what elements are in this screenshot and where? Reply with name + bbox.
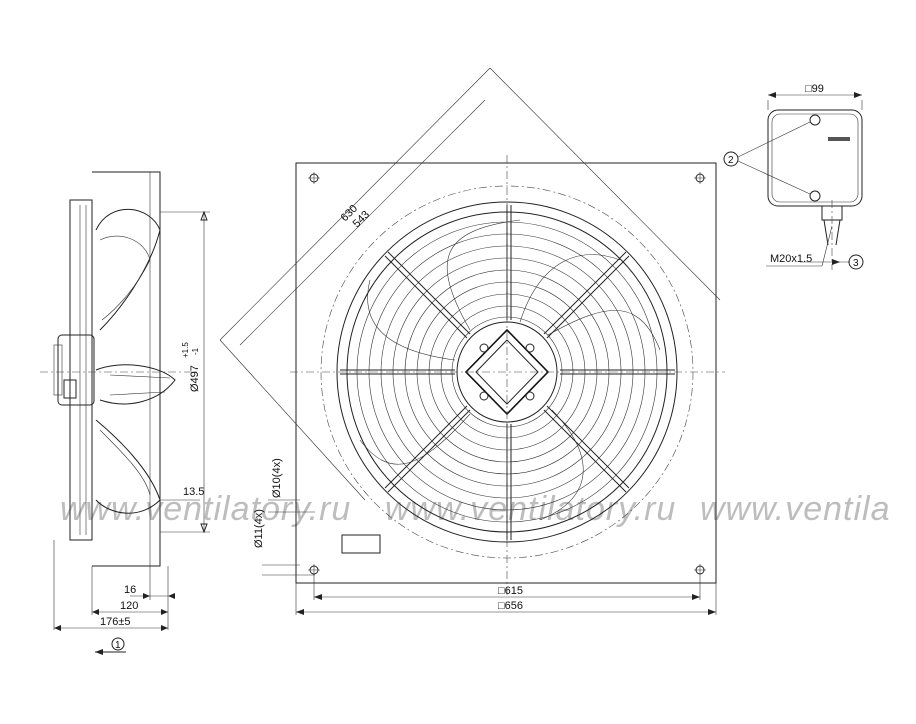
watermark-text-3: www.ventila: [700, 490, 891, 528]
front-plate: [295, 162, 717, 584]
watermark-text-1: www.ventilatory.ru: [60, 490, 351, 528]
callout-2-label: 2: [728, 155, 734, 166]
terminal-box-body: [767, 109, 863, 207]
rating-label: [341, 534, 381, 554]
terminal-box: □99 2 M20x1.5 3: [723, 83, 864, 270]
dim-176: 176±5: [100, 616, 131, 628]
side-view: Ø497 +1.5 -1 13.5 16 120 176±5 1: [40, 171, 210, 655]
dim-13-5: 13.5: [183, 486, 204, 498]
callout-3-circle: [848, 254, 864, 270]
callout-2-circle: [723, 151, 739, 167]
front-view: 630 543 Ø10(4x) Ø11(4x) □615 □656: [219, 67, 725, 615]
impeller-blades: [359, 219, 661, 521]
side-blade-mid: [95, 364, 176, 405]
dim-615: □615: [498, 585, 523, 597]
dim-hole-10: Ø10(4x): [271, 458, 283, 498]
dim-120: 120: [120, 600, 138, 612]
hub-bolts: [479, 343, 535, 401]
side-plate-edge: [92, 171, 161, 567]
terminal-box-logo: [828, 137, 850, 141]
cable-gland-thread: M20x1.5: [770, 253, 812, 265]
watermark: www.ventilatory.ru www.ventilatory.ru ww…: [60, 490, 891, 528]
side-ring-outline: [69, 199, 93, 541]
callout-3-label: 3: [853, 258, 859, 269]
dim-656: □656: [498, 600, 523, 612]
callout-1-label: 1: [115, 640, 121, 651]
side-motor: [57, 334, 95, 406]
side-blade-lower: [95, 419, 161, 514]
mount-holes: [308, 172, 706, 576]
dim-16: 16: [124, 584, 136, 596]
callout-1-circle: [111, 637, 125, 651]
dim-diameter-497: Ø497: [189, 365, 201, 392]
side-blade-upper: [95, 208, 161, 331]
dim-99: □99: [805, 83, 824, 95]
dim-diameter-tol-upper: +1.5: [181, 342, 190, 358]
dim-hole-11: Ø11(4x): [253, 509, 265, 548]
dim-diameter-tol-lower: -1: [191, 347, 200, 355]
watermark-text-2: www.ventilatory.ru: [385, 490, 676, 528]
